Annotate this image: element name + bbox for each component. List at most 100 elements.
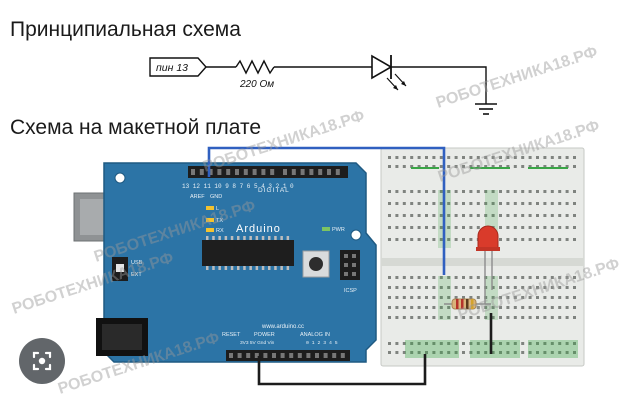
rail-marker — [470, 340, 520, 358]
breadboard-hole — [395, 306, 399, 309]
header-pin — [306, 353, 311, 358]
breadboard-heading: Схема на макетной плате — [10, 116, 262, 139]
breadboard-hole — [469, 351, 473, 354]
breadboard-hole — [454, 165, 458, 168]
breadboard-hole — [491, 276, 495, 279]
breadboard-hole — [528, 214, 532, 217]
arduino-board: 13 12 11 10 9 8 7 6 5 4 3 2 1 0 AREF GND… — [73, 162, 377, 363]
breadboard-hole — [395, 296, 399, 299]
breadboard-hole — [528, 202, 532, 205]
breadboard-hole — [491, 316, 495, 319]
breadboard-hole — [402, 316, 406, 319]
breadboard-hole — [417, 165, 421, 168]
header-pin — [323, 353, 328, 358]
breadboard-hole — [558, 190, 562, 193]
breadboard-hole — [417, 202, 421, 205]
breadboard-hole — [447, 342, 451, 345]
breadboard-hole — [484, 156, 488, 159]
breadboard-hole — [499, 156, 502, 159]
breadboard-hole — [476, 190, 480, 193]
breadboard-hole — [454, 214, 458, 217]
breadboard-hole — [417, 286, 421, 289]
breadboard-hole — [513, 316, 517, 319]
breadboard — [380, 147, 585, 367]
red-led — [477, 225, 499, 249]
chip-leg — [224, 266, 228, 270]
breadboard-hole — [432, 342, 436, 345]
breadboard-hole — [513, 165, 517, 168]
chip-leg — [274, 236, 277, 240]
reset-button-cap[interactable] — [309, 257, 323, 271]
header-pin — [229, 353, 233, 358]
breadboard-hole — [484, 165, 488, 168]
chip-leg — [212, 236, 215, 240]
breadboard-hole — [462, 156, 465, 159]
resistor-band — [471, 299, 474, 309]
rx-led-label: RX — [216, 228, 224, 234]
breadboard-hole — [521, 202, 525, 205]
schematic: пин 13 220 Ом — [149, 54, 497, 115]
breadboard-hole — [439, 165, 443, 168]
chip-leg — [268, 236, 271, 240]
breadboard-hole — [402, 156, 406, 159]
breadboard-hole — [417, 190, 421, 193]
breadboard-hole — [402, 351, 406, 354]
breadboard-hole — [402, 165, 406, 168]
breadboard-hole — [521, 276, 525, 279]
breadboard-hole — [469, 214, 473, 217]
header-pin — [237, 353, 242, 358]
resistor-symbol — [235, 59, 275, 75]
breadboard-hole — [388, 276, 391, 279]
rx-led — [206, 228, 214, 232]
breadboard-hole — [506, 276, 510, 279]
light-arrow-head — [401, 81, 406, 86]
power-label: POWER — [254, 332, 275, 338]
breadboard-hole — [550, 226, 554, 229]
breadboard-hole — [410, 351, 414, 354]
breadboard-hole — [543, 296, 547, 299]
breadboard-hole — [521, 296, 525, 299]
breadboard-hole — [550, 202, 554, 205]
breadboard-hole — [469, 238, 473, 241]
header-pin — [309, 169, 314, 175]
breadboard-hole — [447, 351, 451, 354]
breadboard-hole — [447, 296, 451, 299]
breadboard-hole — [425, 342, 428, 345]
breadboard-hole — [543, 286, 547, 289]
breadboard-hole — [439, 306, 443, 309]
breadboard-hole — [558, 286, 562, 289]
breadboard-hole — [484, 351, 488, 354]
breadboard-hole — [395, 202, 399, 205]
header-pin — [235, 169, 239, 175]
google-lens-icon[interactable] — [19, 338, 65, 384]
breadboard-hole — [395, 286, 399, 289]
breadboard-hole — [528, 156, 532, 159]
breadboard-hole — [506, 306, 510, 309]
breadboard-hole — [565, 165, 569, 168]
breadboard-hole — [550, 296, 554, 299]
power-jack-face — [102, 324, 142, 350]
breadboard-hole — [425, 296, 428, 299]
breadboard-hole — [521, 238, 525, 241]
breadboard-hole — [550, 156, 554, 159]
header-pin — [243, 169, 248, 175]
breadboard-hole — [528, 226, 532, 229]
header-pin — [332, 353, 337, 358]
breadboard-hole — [528, 316, 532, 319]
power-analog-header-pins — [229, 353, 345, 358]
breadboard-hole — [543, 165, 547, 168]
red-led-rim — [476, 247, 500, 251]
breadboard-hole — [462, 276, 465, 279]
icsp-header-pins — [344, 254, 356, 276]
breadboard-hole — [447, 286, 451, 289]
breadboard-hole — [402, 276, 406, 279]
breadboard-hole — [565, 306, 569, 309]
breadboard-channel — [381, 258, 584, 266]
breadboard-hole — [462, 351, 465, 354]
breadboard-hole — [513, 342, 517, 345]
breadboard-hole — [491, 156, 495, 159]
breadboard-hole — [388, 342, 391, 345]
breadboard-hole — [476, 306, 480, 309]
power-jumper-cap — [116, 264, 124, 272]
resistor-band — [461, 299, 464, 309]
